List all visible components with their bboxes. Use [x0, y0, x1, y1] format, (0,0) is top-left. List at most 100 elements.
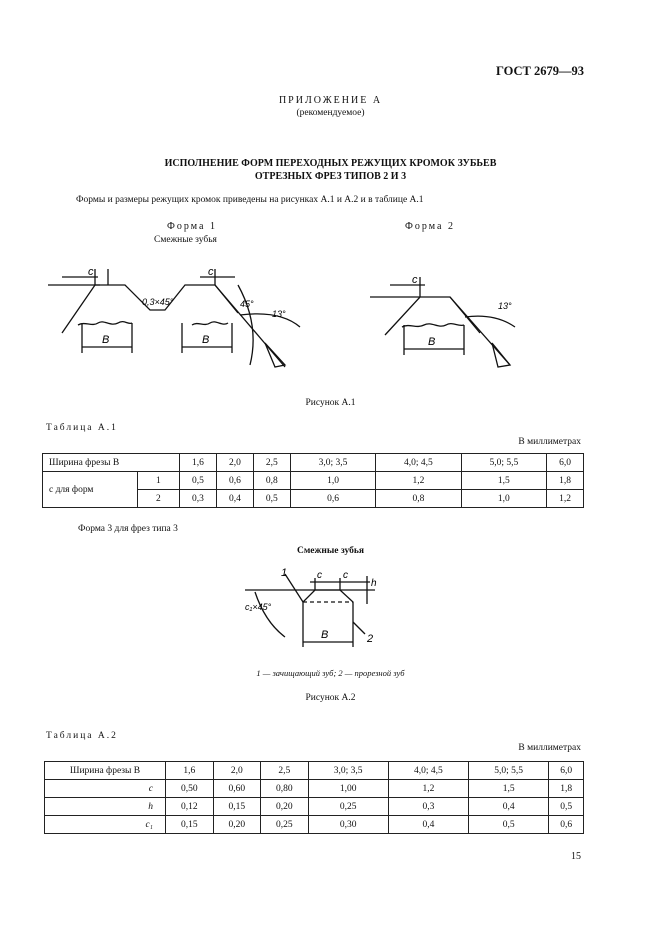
label-1: 1: [281, 567, 287, 579]
leader-line-2: [352, 621, 366, 635]
table-cell: 1,00: [307, 779, 389, 798]
table-cell: 0,5: [179, 471, 217, 490]
table-cell: 5,0; 5,5: [468, 761, 550, 780]
table-cell: 6,0: [546, 453, 584, 472]
break-line: [191, 321, 229, 326]
table-cell: 2,0: [212, 761, 262, 780]
table-cell: 1,2: [375, 471, 462, 490]
label-b: B: [428, 336, 435, 348]
label-b: B: [102, 334, 109, 346]
angle-arc: [254, 591, 286, 638]
table-cell: 0,3: [179, 489, 217, 508]
table-cell: 0,20: [260, 797, 309, 816]
label-angle-13: 13°: [272, 309, 286, 319]
table-cell: 0,3: [387, 797, 470, 816]
figure-a1-drawing: c B 0,3×45° c B 45° 13° c B 13°: [48, 266, 516, 368]
tooth-profile-line: [302, 589, 354, 647]
table-cell: 1,6: [165, 761, 214, 780]
form-2-label: Форма 2: [405, 221, 455, 232]
figure-a2-legend: 1 — зачищающий зуб; 2 — прорезной зуб: [256, 668, 405, 678]
table-cell: 4,0; 4,5: [375, 453, 462, 472]
table-cell: 1: [136, 471, 181, 490]
label-c: c: [208, 266, 214, 278]
table-cell: 0,25: [260, 815, 309, 834]
label-c: c: [88, 266, 94, 278]
form-1-sublabel: Смежные зубья: [154, 235, 217, 245]
tooth-profile-line: [61, 284, 239, 334]
form-1-label: Форма 1: [167, 221, 217, 232]
table-a1-units: В миллиметрах: [518, 437, 581, 447]
table-group-label: c для форм: [42, 471, 138, 508]
label-c1: c₁×45°: [245, 602, 272, 612]
figure-a1-caption: Рисунок А.1: [305, 398, 356, 408]
break-line: [401, 322, 465, 328]
label-c: c: [412, 274, 418, 286]
table-row: Ширина фрезы B 1,6 2,0 2,5 3,0; 3,5 4,0;…: [42, 453, 584, 472]
page-number: 15: [571, 851, 581, 862]
table-row: Ширина фрезы B 1,6 2,0 2,5 3,0; 3,5 4,0;…: [44, 761, 584, 780]
heading-line-1: ИСПОЛНЕНИЕ ФОРМ ПЕРЕХОДНЫХ РЕЖУЩИХ КРОМО…: [164, 158, 497, 169]
table-cell: 0,8: [375, 489, 462, 508]
table-cell: 0,25: [307, 797, 389, 816]
hatched-section: [264, 342, 287, 368]
standard-number: ГОСТ 2679—93: [495, 64, 584, 78]
table-cell: 1,6: [179, 453, 217, 472]
table-cell: 1,8: [548, 779, 584, 798]
table-cell: 1,5: [460, 471, 548, 490]
table-cell: 2,0: [215, 453, 254, 472]
table-a2-units: В миллиметрах: [518, 743, 581, 753]
table-row: h 0,12 0,15 0,20 0,25 0,3 0,4 0,5: [44, 797, 584, 816]
table-cell: 0,8: [252, 471, 291, 490]
angle-reference-line: [214, 284, 286, 368]
table-cell: 0,80: [260, 779, 309, 798]
table-row: c для форм 1 0,5 0,6 0,8 1,0 1,2 1,5 1,8: [42, 471, 584, 508]
label-2: 2: [366, 633, 373, 645]
table-cell: 1,0: [460, 489, 548, 508]
label-angle-45: 45°: [240, 299, 254, 309]
table-cell: 0,15: [212, 797, 262, 816]
table-a1-title: Таблица А.1: [46, 423, 118, 433]
table-cell: 1,2: [387, 779, 470, 798]
label-angle-13: 13°: [498, 301, 512, 311]
appendix-title: ПРИЛОЖЕНИЕ А: [278, 95, 383, 106]
table-cell: 0,4: [387, 815, 470, 834]
table-a2-title: Таблица А.2: [46, 731, 118, 741]
table-row-label: c₁: [44, 815, 166, 834]
label-b: B: [202, 334, 209, 346]
table-header-width: Ширина фрезы B: [44, 761, 166, 780]
table-cell: 0,60: [212, 779, 262, 798]
intro-text: Формы и размеры режущих кромок приведены…: [76, 195, 424, 205]
table-a1: Ширина фрезы B 1,6 2,0 2,5 3,0; 3,5 4,0;…: [42, 453, 584, 508]
table-cell: 0,5: [548, 797, 584, 816]
figure-a2-caption: Рисунок А.2: [305, 693, 356, 703]
table-cell: 0,6: [215, 471, 254, 490]
label-c: c: [343, 570, 348, 581]
label-c: c: [317, 570, 322, 581]
table-cell: 1,8: [546, 471, 584, 490]
figure-a2-drawing: 1 c c h c₁×45° B 2: [245, 567, 377, 647]
table-a2: Ширина фрезы B 1,6 2,0 2,5 3,0; 3,5 4,0;…: [44, 761, 584, 834]
table-cell: 0,4: [468, 797, 550, 816]
heading-line-2: ОТРЕЗНЫХ ФРЕЗ ТИПОВ 2 И 3: [254, 171, 407, 182]
angle-arc-13: [464, 315, 516, 328]
table-cell: 0,4: [215, 489, 254, 508]
table-cell: 1,5: [468, 779, 550, 798]
label-chamfer: 0,3×45°: [142, 297, 174, 307]
form-3-note: Форма 3 для фрез типа 3: [78, 524, 178, 534]
table-cell: 0,6: [289, 489, 377, 508]
table-cell: 4,0; 4,5: [387, 761, 470, 780]
table-cell: 6,0: [548, 761, 584, 780]
table-cell: 0,5: [468, 815, 550, 834]
angle-arc: [237, 284, 254, 366]
leader-line-1: [284, 573, 304, 603]
table-cell: 0,6: [548, 815, 584, 834]
hatched-section: [491, 342, 512, 368]
table-cell: 3,0; 3,5: [307, 761, 389, 780]
table-row: c 0,50 0,60 0,80 1,00 1,2 1,5 1,8: [44, 779, 584, 798]
table-cell: 0,15: [165, 815, 214, 834]
angle-arc-13: [239, 313, 301, 328]
table-cell: 2,5: [260, 761, 309, 780]
label-b: B: [321, 629, 328, 641]
break-line: [77, 320, 133, 326]
table-row-label: c: [44, 779, 166, 798]
